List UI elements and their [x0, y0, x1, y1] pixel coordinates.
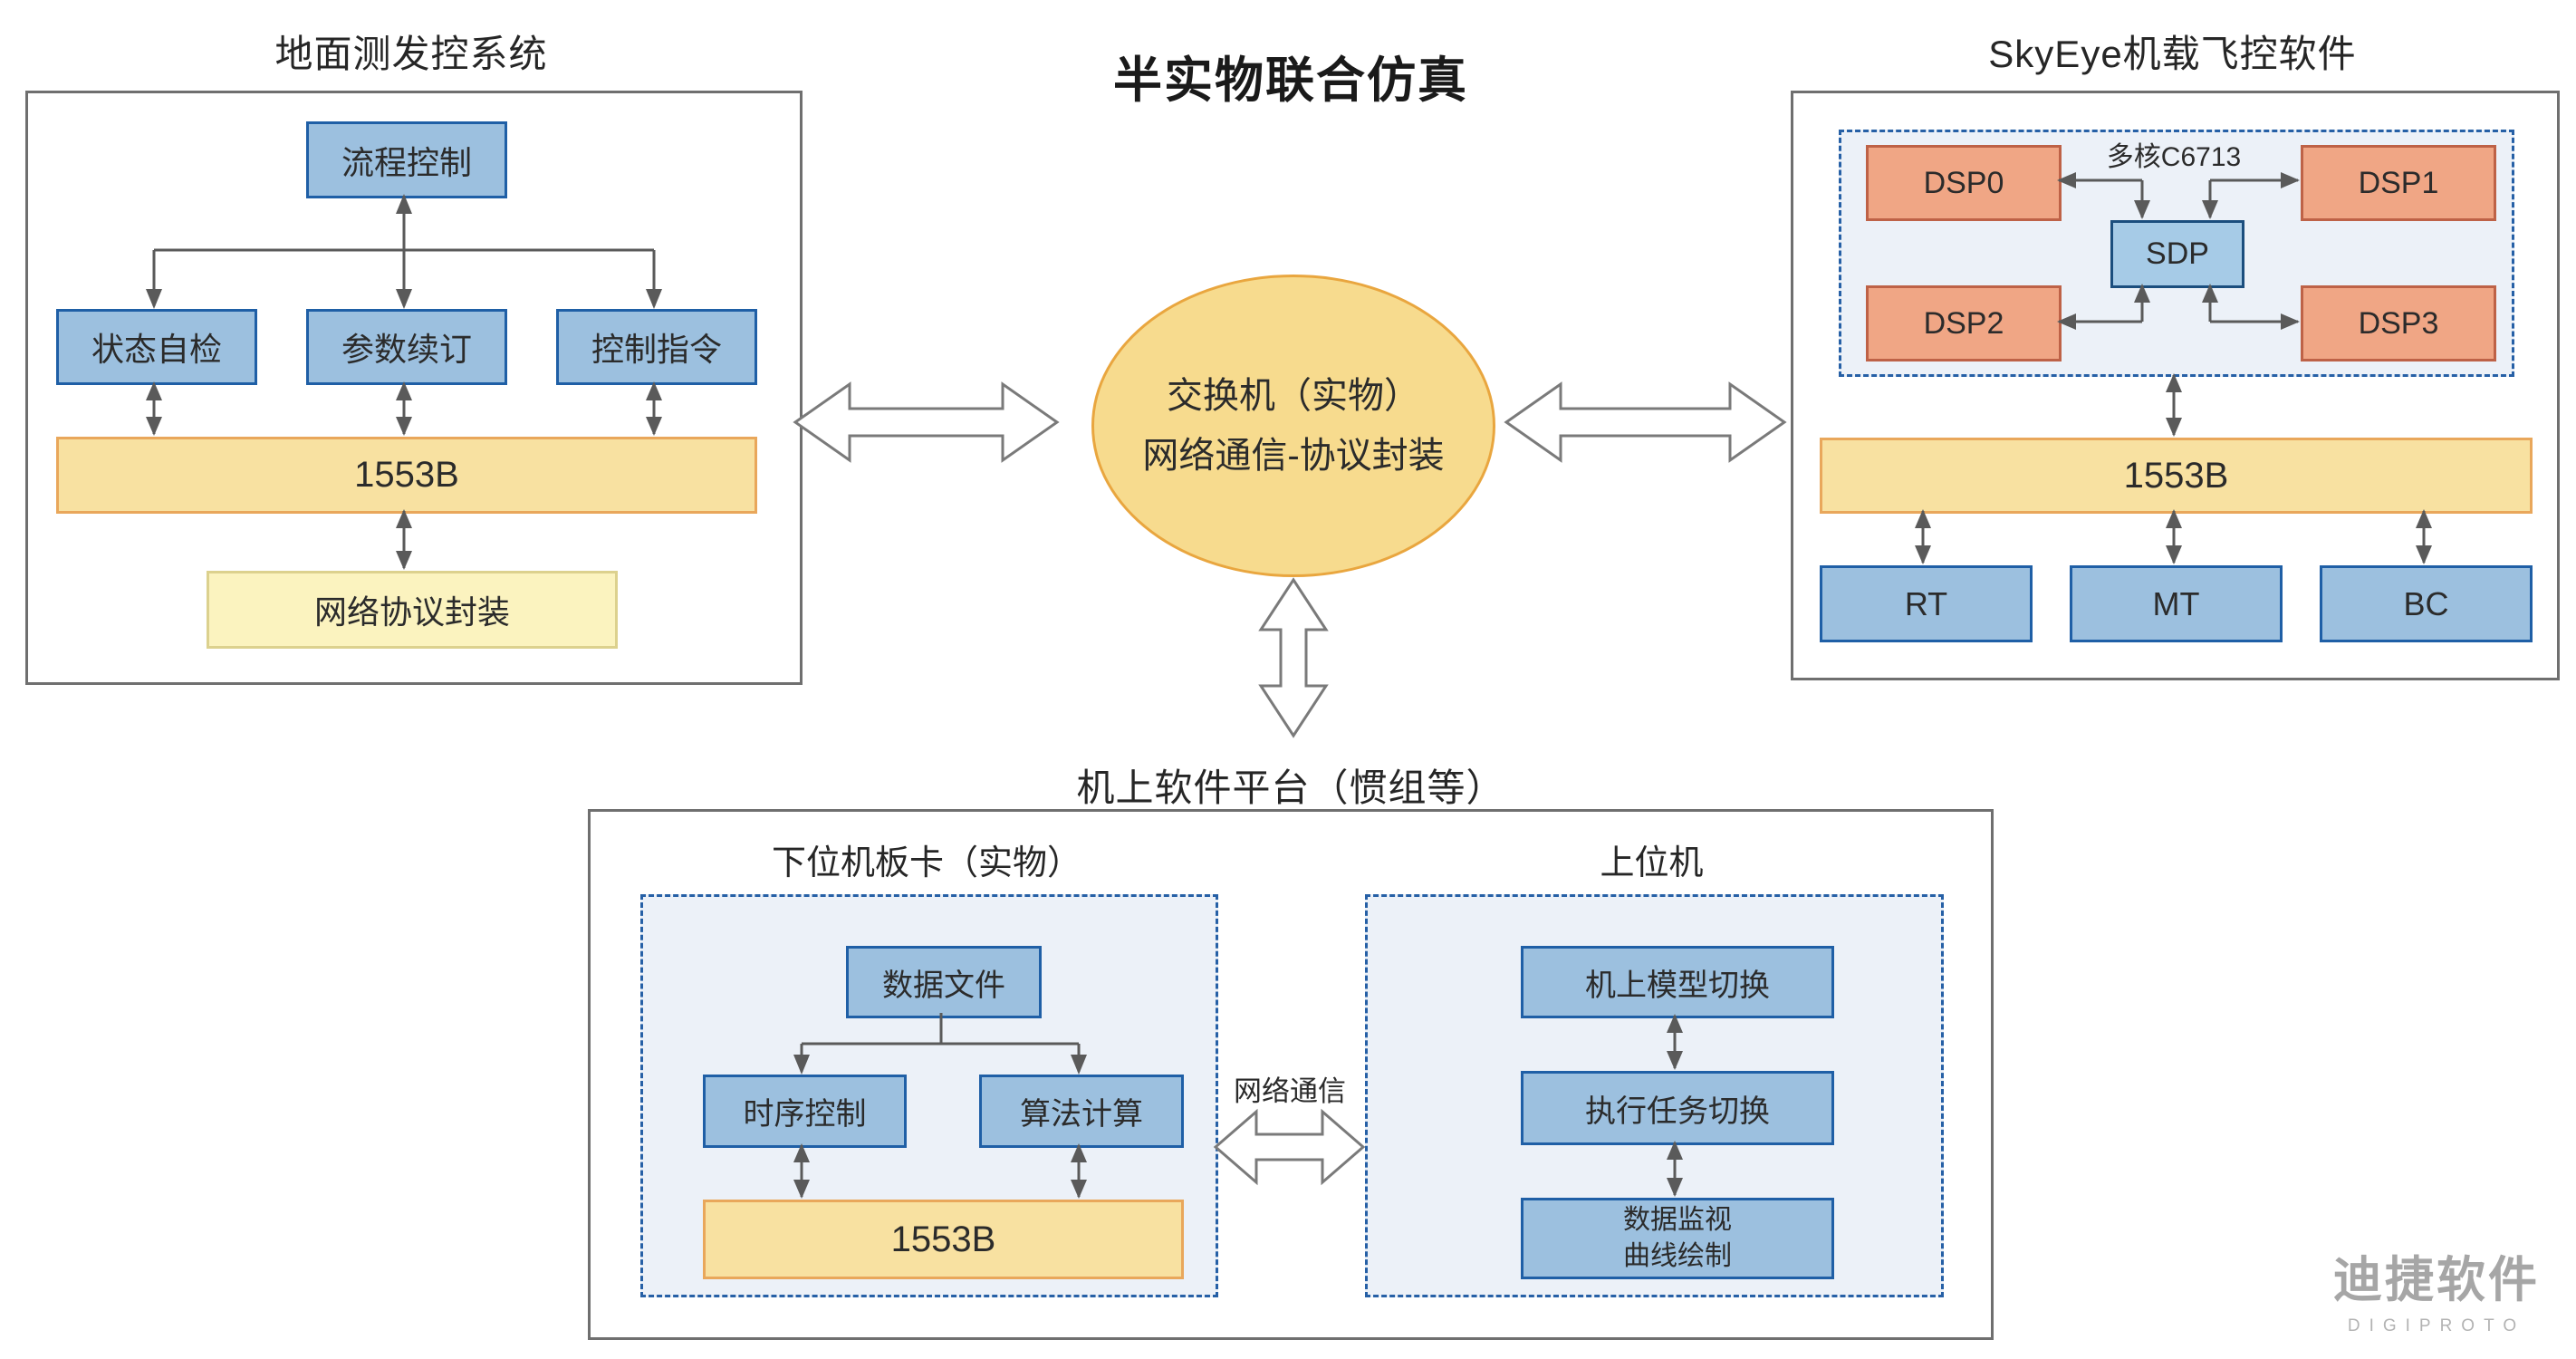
lower-1553b-bus: 1553B: [703, 1200, 1184, 1279]
box-sdp: SDP: [2110, 220, 2244, 288]
box-mt: MT: [2070, 565, 2283, 642]
switch-ellipse-line2: 网络通信-协议封装: [1142, 436, 1445, 476]
digiproto-logo: 迪捷软件 DIGIPROTO: [2314, 1239, 2559, 1336]
chip-label: 多核C6713: [2106, 142, 2242, 172]
box-model-switch: 机上模型切换: [1521, 946, 1834, 1018]
box-dsp3: DSP3: [2301, 285, 2496, 361]
box-parameter-binding: 参数续订: [306, 309, 507, 385]
box-network-protocol-encapsulation: 网络协议封装: [207, 571, 618, 649]
arrow-switch-to-skyeye: [1504, 381, 1787, 463]
box-data-monitor: 数据监视 曲线绘制: [1521, 1198, 1834, 1279]
upper-machine-title: 上位机: [1600, 843, 1704, 882]
box-task-switch: 执行任务切换: [1521, 1071, 1834, 1145]
box-dsp0: DSP0: [1866, 145, 2062, 221]
data-monitor-line1: 数据监视: [1623, 1205, 1732, 1235]
box-dsp2: DSP2: [1866, 285, 2062, 361]
logo-cn-text: 迪捷软件: [2333, 1253, 2540, 1307]
box-data-file: 数据文件: [846, 946, 1042, 1018]
skyeye-1553b-bus: 1553B: [1820, 438, 2533, 514]
box-dsp1: DSP1: [2301, 145, 2496, 221]
box-process-control: 流程控制: [306, 121, 507, 198]
lower-machine-title: 下位机板卡（实物）: [771, 843, 1081, 882]
arrow-switch-to-onboard: [1258, 577, 1329, 738]
onboard-section-title: 机上软件平台（惯组等）: [1076, 766, 1505, 809]
logo-en-text: DIGIPROTO: [2347, 1316, 2526, 1335]
data-monitor-line2: 曲线绘制: [1623, 1241, 1732, 1271]
page-title: 半实物联合仿真: [1113, 53, 1468, 108]
box-status-self-check: 状态自检: [56, 309, 257, 385]
ground-1553b-bus: 1553B: [56, 437, 757, 514]
network-comm-label: 网络通信: [1234, 1075, 1346, 1107]
arrow-ground-to-switch: [793, 381, 1060, 463]
box-bc: BC: [2320, 565, 2533, 642]
box-algorithm-compute: 算法计算: [979, 1075, 1184, 1148]
box-timing-control: 时序控制: [703, 1075, 907, 1148]
box-rt: RT: [1820, 565, 2033, 642]
ground-panel-title: 地面测发控系统: [274, 32, 548, 75]
switch-ellipse: 交换机（实物） 网络通信-协议封装: [1091, 275, 1495, 577]
switch-ellipse-line1: 交换机（实物）: [1167, 376, 1420, 416]
box-control-command: 控制指令: [556, 309, 757, 385]
skyeye-panel-title: SkyEye机载飞控软件: [1988, 32, 2357, 75]
